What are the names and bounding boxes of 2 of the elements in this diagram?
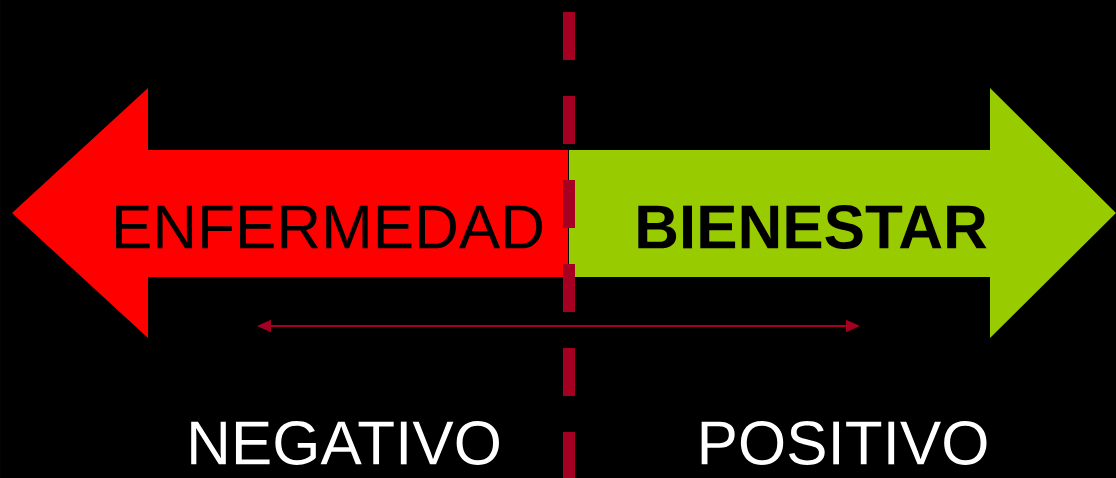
axis-label: POSITIVO — [701, 421, 987, 465]
axis-label: NEGATIVO — [191, 421, 499, 465]
